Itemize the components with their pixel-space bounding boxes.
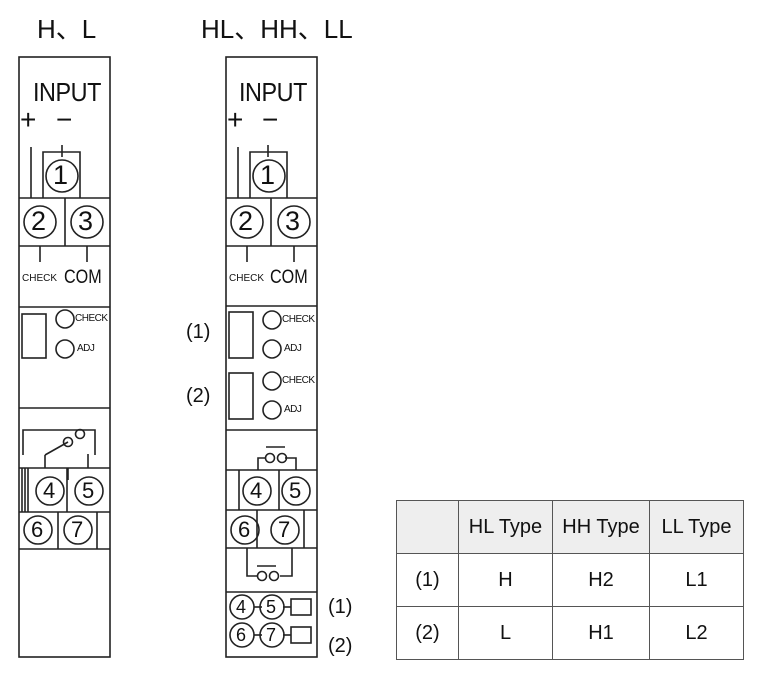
left-minus-sign: −: [56, 104, 73, 135]
table-row: (1) H H2 L1: [396, 553, 744, 607]
type-table-header: HL Type HH Type LL Type: [396, 500, 744, 554]
table-row: (2) L H1 L2: [396, 606, 744, 660]
right-terminal-3: 3: [285, 206, 301, 236]
left-relay-circles: [23, 159, 104, 545]
left-check-label: CHECK: [22, 273, 58, 284]
header-right: HL、HH、LL: [201, 14, 353, 44]
left-plus-sign: +: [20, 104, 37, 135]
left-pot-check-label: CHECK: [75, 313, 108, 324]
right-pot2-check-label: CHECK: [282, 375, 315, 386]
right-check-label: CHECK: [229, 273, 265, 284]
right-relay-body: [225, 56, 318, 658]
right-terminal-1: 1: [260, 160, 276, 190]
pot-label-2: (2): [186, 385, 211, 407]
right-minus-sign: −: [262, 104, 279, 135]
table-cell: H1: [552, 606, 650, 660]
left-terminal-1: 1: [53, 160, 69, 190]
type-table-header-cell: LL Type: [649, 500, 744, 554]
right-input-label: INPUT: [239, 77, 307, 107]
right-pot1-adj-label: ADJ: [284, 343, 302, 354]
output-label-1: (1): [328, 596, 353, 618]
type-table: HL Type HH Type LL Type (1) H H2 L1 (2) …: [396, 500, 744, 660]
table-cell: L: [458, 606, 553, 660]
table-cell: (2): [396, 606, 459, 660]
table-cell: H: [458, 553, 553, 607]
table-cell: L2: [649, 606, 744, 660]
type-table-header-cell: HH Type: [552, 500, 650, 554]
left-pot-adj-label: ADJ: [77, 343, 95, 354]
right-pot1-check-label: CHECK: [282, 314, 315, 325]
right-com-label: COM: [270, 267, 308, 288]
left-terminal-6: 6: [31, 517, 44, 542]
right-terminal-2: 2: [238, 206, 254, 236]
header-left: H、L: [37, 14, 97, 44]
table-cell: H2: [552, 553, 650, 607]
output-label-2: (2): [328, 635, 353, 657]
right-out-terminal-5: 5: [266, 597, 277, 617]
left-com-label: COM: [64, 267, 102, 288]
right-plus-sign: +: [227, 104, 244, 135]
left-terminal-5: 5: [82, 478, 95, 503]
table-cell: L1: [649, 553, 744, 607]
type-table-header-cell: [396, 500, 459, 554]
right-terminal-5: 5: [289, 478, 302, 503]
table-cell: (1): [396, 553, 459, 607]
right-out-terminal-6: 6: [236, 625, 247, 645]
right-relay-circles: [229, 159, 311, 648]
left-terminal-3: 3: [78, 206, 94, 236]
left-relay-body: [18, 56, 111, 658]
right-terminal-6: 6: [238, 517, 251, 542]
type-table-header-cell: HL Type: [458, 500, 553, 554]
right-out-terminal-7: 7: [266, 625, 277, 645]
left-terminal-7: 7: [71, 517, 84, 542]
left-input-label: INPUT: [33, 77, 101, 107]
pot-label-1: (1): [186, 321, 211, 343]
right-out-terminal-4: 4: [236, 597, 247, 617]
left-terminal-4: 4: [43, 478, 56, 503]
left-terminal-2: 2: [31, 206, 47, 236]
right-terminal-7: 7: [278, 517, 291, 542]
right-pot2-adj-label: ADJ: [284, 404, 302, 415]
right-terminal-4: 4: [250, 478, 263, 503]
